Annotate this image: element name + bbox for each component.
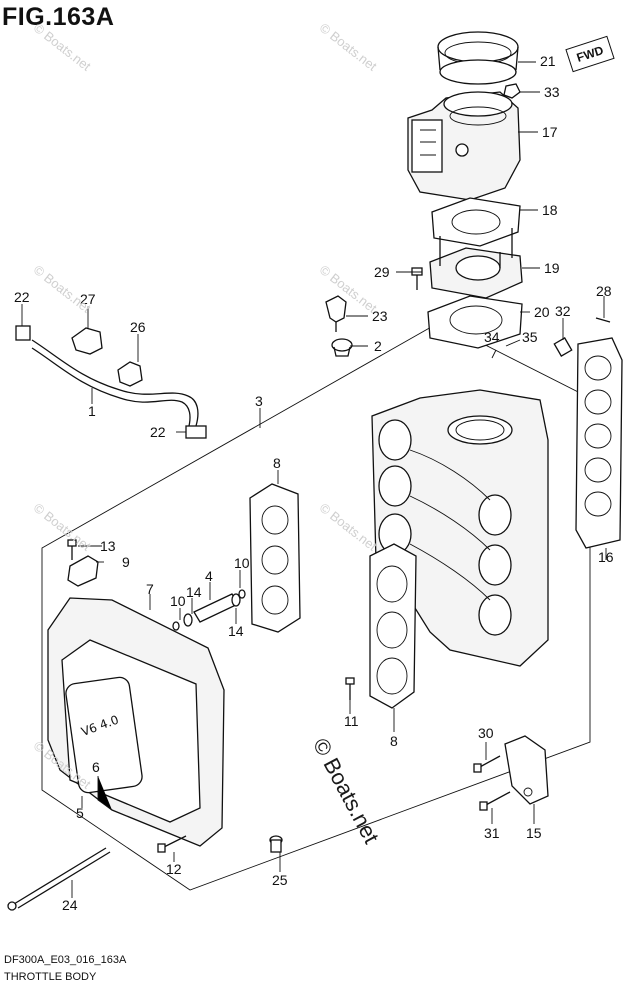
part-23-elbow-fitting <box>325 295 347 332</box>
callout-16: 16 <box>598 549 614 565</box>
leader-lines <box>21 61 607 898</box>
part-26-clamp <box>117 361 143 387</box>
callout-22-lower: 22 <box>150 424 166 440</box>
callout-29: 29 <box>374 264 390 280</box>
part-27-clamp-bracket <box>71 327 103 355</box>
callout-31: 31 <box>484 825 500 841</box>
part-7-silencer-case: V6 4.0 <box>47 597 225 847</box>
callout-13: 13 <box>100 538 116 554</box>
part-2-grommet <box>331 338 353 357</box>
callout-8-lower: 8 <box>390 733 398 749</box>
callout-3: 3 <box>255 393 263 409</box>
callout-labels: 21 33 17 18 19 29 20 22 27 23 26 2 32 28… <box>14 53 614 913</box>
callout-14-left: 14 <box>186 584 202 600</box>
diagram-code: DF300A_E03_016_163A <box>4 954 127 966</box>
part-11-bolt <box>345 677 355 700</box>
part-21-intake-seal-ring <box>437 31 519 85</box>
callout-1: 1 <box>88 403 96 419</box>
callout-27: 27 <box>80 291 96 307</box>
callout-26: 26 <box>130 319 146 335</box>
part-24-long-bolt <box>7 847 111 911</box>
diagram-name: THROTTLE BODY <box>4 971 97 983</box>
part-22-hose-clip-lower <box>185 425 207 439</box>
figure-title: FIG.163A <box>2 3 115 31</box>
callout-4: 4 <box>205 568 213 584</box>
callout-20: 20 <box>534 304 550 320</box>
part-31-bolt <box>479 791 511 811</box>
part-15-bracket <box>504 735 549 805</box>
callout-10-right: 10 <box>234 555 250 571</box>
part-14-o-ring <box>183 593 241 627</box>
callout-15: 15 <box>526 825 542 841</box>
part-20-gasket <box>427 295 523 349</box>
callout-25: 25 <box>272 872 288 888</box>
part-9-sensor <box>67 555 99 587</box>
callout-34: 34 <box>484 329 500 345</box>
part-13-screw <box>67 539 77 560</box>
callout-21: 21 <box>540 53 556 69</box>
part-18-gasket <box>431 197 521 247</box>
part-30-bolt <box>473 755 501 773</box>
callout-30: 30 <box>478 725 494 741</box>
callout-18: 18 <box>542 202 558 218</box>
callout-11: 11 <box>344 713 359 729</box>
callout-24: 24 <box>62 897 78 913</box>
callout-6: 6 <box>92 759 100 775</box>
part-10-o-ring <box>172 589 246 631</box>
part-32-collar <box>553 337 573 357</box>
callout-5: 5 <box>76 805 84 821</box>
part-12-bolt <box>157 835 187 853</box>
part-17-throttle-body <box>407 91 521 201</box>
part-8-gasket-lower <box>369 543 417 709</box>
callout-12: 12 <box>166 861 182 877</box>
part-22-hose-clip <box>15 325 31 341</box>
callout-2: 2 <box>374 338 382 354</box>
callout-32: 32 <box>555 303 571 319</box>
part-33-nut <box>503 83 521 99</box>
part-1-hose <box>31 339 199 431</box>
callout-19: 19 <box>544 260 560 276</box>
callout-35: 35 <box>522 329 538 345</box>
callout-9: 9 <box>122 554 130 570</box>
callout-8-left: 8 <box>273 455 281 471</box>
callout-33: 33 <box>544 84 560 100</box>
part-28-stud <box>595 317 611 323</box>
callout-23: 23 <box>372 308 388 324</box>
part-19-adaptor-plate <box>429 228 523 299</box>
callout-28: 28 <box>596 283 612 299</box>
callout-22: 22 <box>14 289 30 305</box>
callout-17: 17 <box>542 124 558 140</box>
callout-14-right: 14 <box>228 623 244 639</box>
part-25-grommet <box>269 835 283 853</box>
callout-7: 7 <box>146 581 154 597</box>
part-8-gasket-left <box>249 483 301 633</box>
callout-10-left: 10 <box>170 593 186 609</box>
part-29-bolt <box>411 267 423 290</box>
part-16-manifold-gasket <box>575 337 623 549</box>
